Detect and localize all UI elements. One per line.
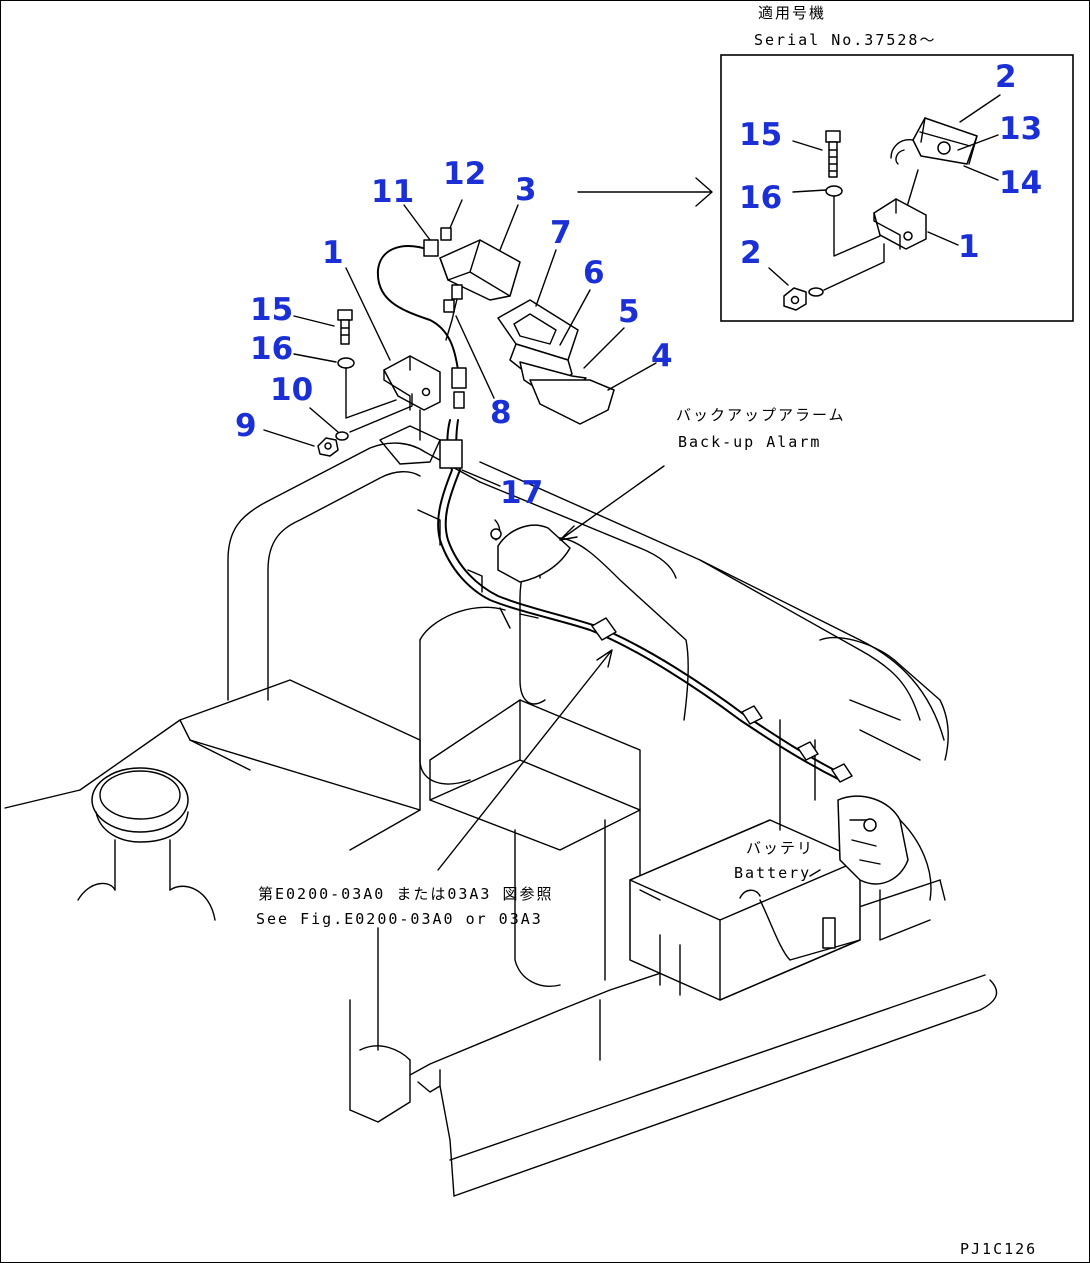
inset-box: 2 13 14 15 16 2 1 (720, 54, 1074, 322)
callout-17: 17 (500, 475, 543, 511)
inset-bracket (873, 198, 927, 250)
callout-7: 7 (550, 215, 572, 251)
inset-frame (720, 54, 1074, 322)
callout-9: 9 (235, 408, 257, 444)
callout-8: 8 (490, 395, 512, 431)
text-notes: 適用号機 Serial No.37528～ バックアップアラーム Back-up… (256, 4, 1037, 1258)
machine-body (4, 442, 998, 1197)
connector-17 (439, 439, 463, 469)
part-8-clip (443, 299, 455, 313)
inset-pointer-arrow (577, 177, 713, 207)
part-7-cover (497, 299, 579, 361)
callout-10: 10 (270, 372, 313, 408)
inset-alarm-unit (890, 117, 978, 211)
figure-code: PJ1C126 (960, 1240, 1037, 1258)
callout-inset-15: 15 (739, 117, 782, 153)
callout-inset-14: 14 (999, 165, 1042, 201)
see-fig-label-jp: 第E0200-03A0 または03A3 図参照 (258, 885, 554, 903)
part-10-lockwasher (335, 431, 349, 441)
inset-washer (825, 185, 843, 197)
battery-label-en: Battery (734, 864, 811, 882)
callout-inset-16: 16 (739, 180, 782, 216)
inset-nut (783, 287, 824, 311)
main-leaders (263, 199, 657, 487)
backup-alarm-label-en: Back-up Alarm (678, 433, 821, 451)
part-12-clip (440, 227, 452, 241)
callout-inset-13: 13 (999, 111, 1042, 147)
callout-15: 15 (250, 292, 293, 328)
callout-6: 6 (583, 255, 605, 291)
callout-5: 5 (618, 294, 640, 330)
callout-16: 16 (250, 331, 293, 367)
tank-cap (91, 767, 189, 833)
callout-inset-2-bottom: 2 (740, 235, 762, 271)
backup-alarm-label-jp: バックアップアラーム (676, 406, 846, 424)
battery-label-jp: バッテリ (746, 839, 814, 857)
serial-label-jp: 適用号機 (758, 4, 826, 22)
serial-label-en: Serial No.37528～ (754, 31, 936, 49)
callout-12: 12 (443, 156, 486, 192)
callout-3: 3 (515, 172, 537, 208)
main-callouts: 1 11 12 3 7 6 5 4 8 15 16 10 9 17 (235, 156, 673, 511)
callout-4: 4 (651, 338, 673, 374)
harness-connector (591, 617, 617, 641)
part-4-case (529, 379, 615, 425)
callout-inset-1: 1 (958, 229, 980, 265)
main-alarm-assembly (317, 227, 615, 465)
inset-bolt (825, 130, 841, 178)
inset-assembly-line-nut (823, 243, 885, 291)
starter-motor (837, 795, 909, 885)
part-15-bolt (337, 309, 353, 345)
backup-alarm-pointer (559, 465, 665, 541)
backup-alarm-body (497, 524, 571, 583)
wire-harness (417, 419, 853, 783)
battery (629, 819, 861, 1001)
see-fig-pointer (437, 649, 613, 871)
inset-assembly-line-bolt (833, 195, 881, 257)
see-fig-label-en: See Fig.E0200-03A0 or 03A3 (256, 910, 543, 928)
callout-11: 11 (371, 174, 414, 210)
part-11-connector (423, 239, 439, 257)
callout-inset-2-top: 2 (995, 59, 1017, 95)
part-16-washer (337, 357, 355, 369)
callout-1: 1 (322, 235, 344, 271)
